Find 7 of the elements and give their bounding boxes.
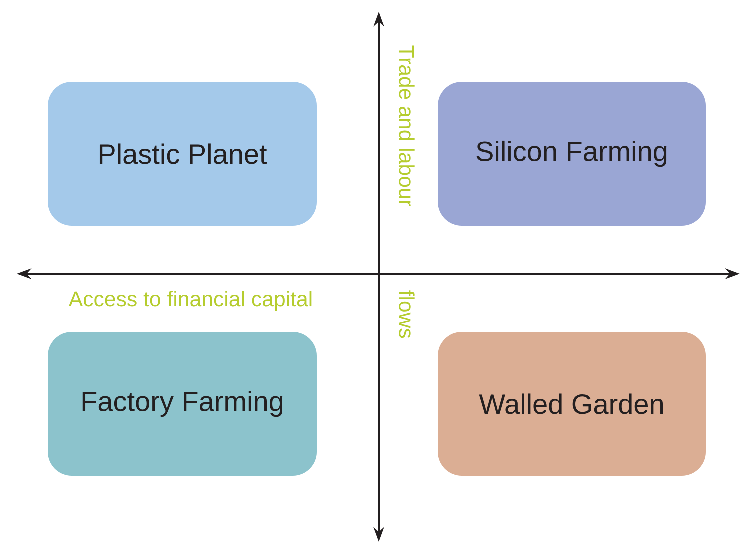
scenario-box: Plastic Planet xyxy=(48,82,317,226)
axis-label: Access to financial capital xyxy=(68,291,312,311)
scenario-box: Factory Farming xyxy=(48,332,317,476)
axis-label: flows xyxy=(399,290,415,338)
axis-label: Trade and labour xyxy=(399,46,415,207)
scenario-box: Silicon Farming xyxy=(438,82,706,226)
scenario-box: Walled Garden xyxy=(438,332,706,476)
